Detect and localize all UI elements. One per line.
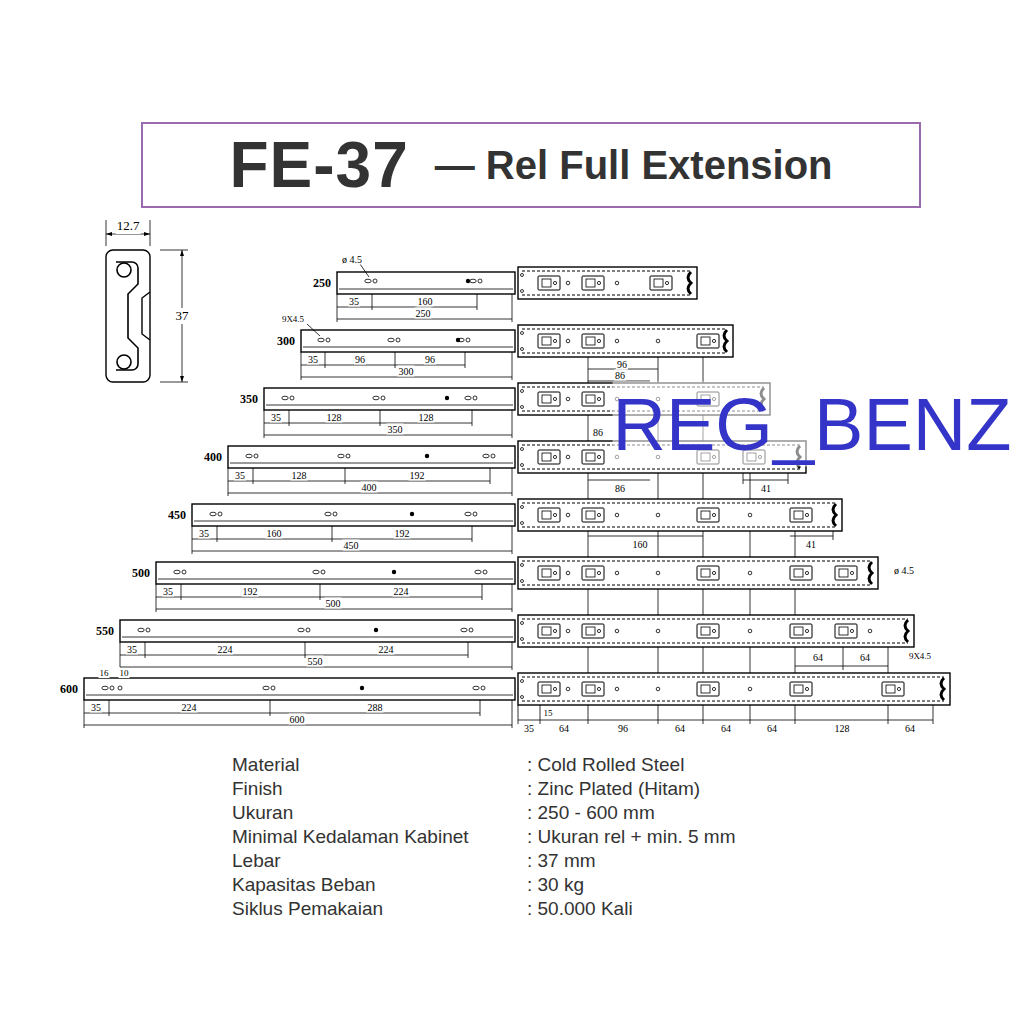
spec-text: : 250 - 600 mm — [527, 802, 655, 824]
dimension-label: 192 — [394, 528, 411, 539]
dimension-label: 250 — [415, 308, 432, 319]
dimension-label: 96 — [354, 354, 366, 365]
dimension-label: 192 — [242, 586, 259, 597]
dimension-label: 128 — [418, 412, 435, 423]
size-label: 450 — [167, 508, 187, 523]
small-dimension: 9X4.5 — [281, 314, 305, 324]
dimension-label: ø 4.5 — [893, 565, 915, 576]
spec-text: Material — [232, 754, 300, 776]
dimension-label: 35 — [348, 296, 360, 307]
dimension-label: 64 — [674, 723, 686, 734]
dimension-label: 128 — [834, 723, 851, 734]
dimension-label: ø 4.5 — [341, 254, 363, 265]
size-label: 300 — [276, 334, 296, 349]
dimension-label: 35 — [270, 412, 282, 423]
size-label: 250 — [312, 276, 332, 291]
spec-text: Finish — [232, 778, 283, 800]
spec-text: : 37 mm — [527, 850, 596, 872]
dimension-label: 96 — [616, 359, 628, 370]
spec-text: Ukuran — [232, 802, 293, 824]
spec-text: : Zinc Plated (Hitam) — [527, 778, 700, 800]
rail-300 — [301, 324, 733, 380]
dimension-label: 192 — [409, 470, 426, 481]
small-dimension: 10 — [119, 668, 130, 678]
dimension-label: 64 — [812, 652, 824, 663]
dimension-label: 288 — [367, 702, 384, 713]
small-dimension: 16 — [99, 668, 110, 678]
dimension-label: 450 — [343, 540, 360, 551]
dimension-label: 224 — [378, 644, 395, 655]
dimension-label: 86 — [614, 370, 626, 381]
spec-text: Minimal Kedalaman Kabinet — [232, 826, 469, 848]
dimension-label: 35 — [307, 354, 319, 365]
rail-500 — [156, 557, 878, 612]
dimension-label: 550 — [307, 656, 324, 667]
dimension-label: 224 — [181, 702, 198, 713]
rail-250 — [337, 264, 697, 322]
dimension-label: 35 — [126, 644, 138, 655]
dimension-label: 160 — [417, 296, 434, 307]
dimension-label: 128 — [291, 470, 308, 481]
profile-dimension: 12.7 — [116, 218, 141, 234]
size-label: 500 — [131, 566, 151, 581]
dimension-label: 600 — [289, 714, 306, 725]
spec-text: Lebar — [232, 850, 281, 872]
dimension-label: 35 — [523, 723, 535, 734]
dimension-label: 64 — [859, 652, 871, 663]
title-box: FE-37 — Rel Full Extension — [141, 122, 921, 208]
dimension-label: 128 — [326, 412, 343, 423]
dimension-label: 41 — [805, 539, 817, 550]
spec-text: : Ukuran rel + min. 5 mm — [527, 826, 736, 848]
dimension-label: 400 — [361, 482, 378, 493]
product-title: — Rel Full Extension — [435, 143, 833, 188]
small-dimension: 15 — [543, 708, 554, 718]
dimension-label: 86 — [614, 483, 626, 494]
small-dimension: 9X4.5 — [908, 651, 932, 661]
dimension-label: 64 — [904, 723, 916, 734]
dimension-label: 224 — [217, 644, 234, 655]
spec-text: Kapasitas Beban — [232, 874, 376, 896]
watermark: REG_BENZ — [613, 382, 1012, 467]
rail-600 — [84, 673, 950, 728]
dimension-label: 35 — [234, 470, 246, 481]
dimension-label: 64 — [720, 723, 732, 734]
dimension-label: 160 — [266, 528, 283, 539]
size-label: 350 — [239, 392, 259, 407]
dimension-label: 64 — [766, 723, 778, 734]
dimension-label: 64 — [558, 723, 570, 734]
dimension-label: 96 — [617, 723, 629, 734]
spec-text: Siklus Pemakaian — [232, 898, 383, 920]
size-label: 400 — [203, 450, 223, 465]
dimension-label: 35 — [198, 528, 210, 539]
rail-profile — [106, 220, 188, 382]
dimension-label: 41 — [760, 483, 772, 494]
rail-550 — [120, 615, 914, 670]
model-code: FE-37 — [229, 128, 408, 202]
dimension-label: 35 — [90, 702, 102, 713]
dimension-label: 224 — [393, 586, 410, 597]
profile-dimension: 37 — [175, 308, 190, 324]
size-label: 600 — [59, 682, 79, 697]
dimension-label: 500 — [325, 598, 342, 609]
spec-text: : 50.000 Kali — [527, 898, 633, 920]
dimension-label: 160 — [632, 539, 649, 550]
dimension-label: 96 — [424, 354, 436, 365]
dimension-label: 300 — [398, 366, 415, 377]
size-label: 550 — [95, 624, 115, 639]
dimension-label: 86 — [592, 427, 604, 438]
spec-text: : 30 kg — [527, 874, 584, 896]
spec-text: : Cold Rolled Steel — [527, 754, 684, 776]
dimension-label: 35 — [162, 586, 174, 597]
dimension-label: 350 — [387, 424, 404, 435]
rail-450 — [192, 499, 842, 554]
